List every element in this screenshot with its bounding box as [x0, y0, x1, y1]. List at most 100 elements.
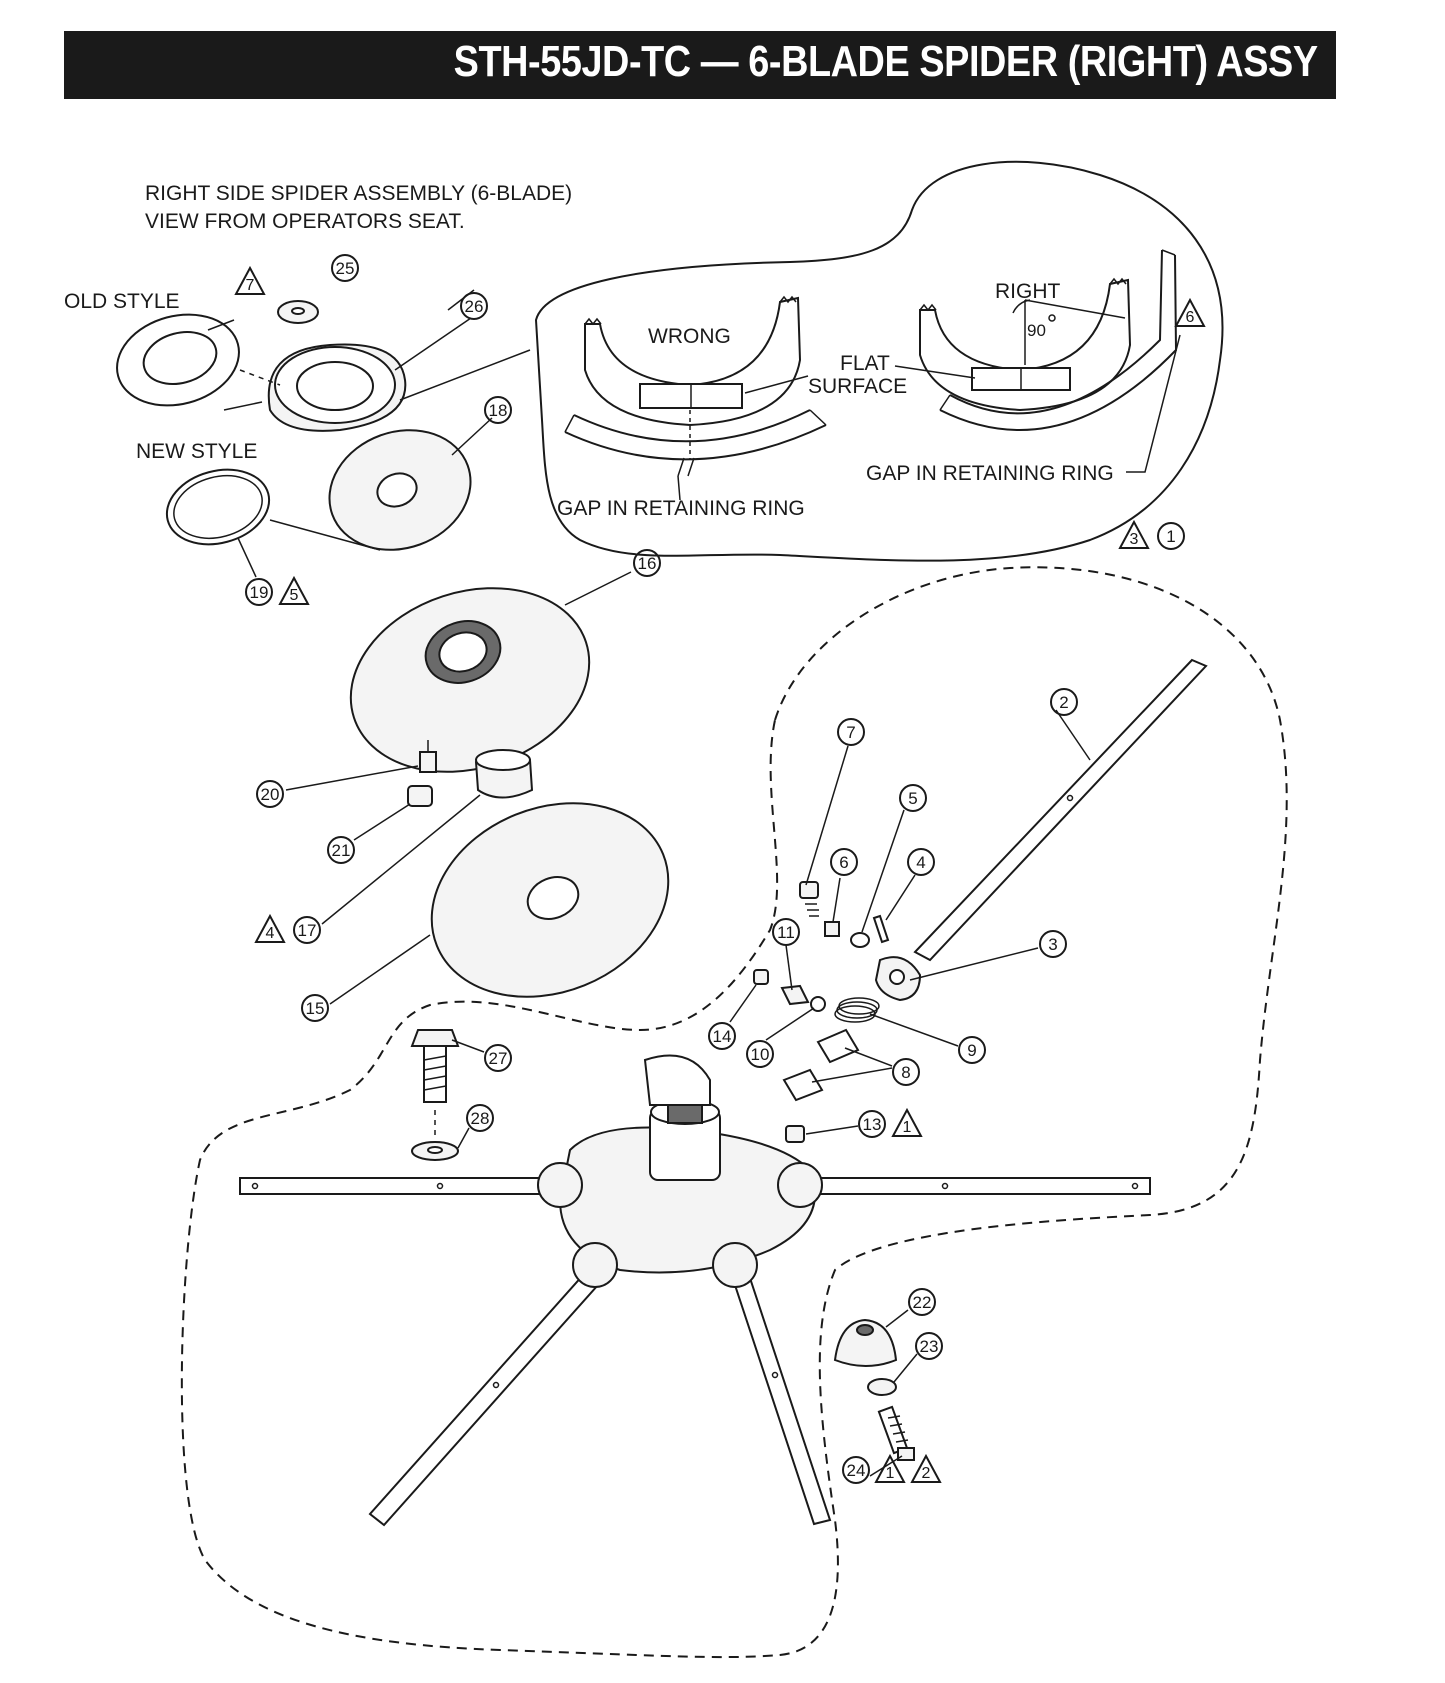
flat-surface-label-line2: SURFACE — [808, 375, 907, 398]
svg-text:4: 4 — [916, 853, 925, 872]
svg-text:16: 16 — [638, 554, 657, 573]
callout-26: 26 — [460, 292, 488, 320]
part-25-washer — [277, 300, 319, 324]
part-9-torsion-spring — [834, 997, 880, 1023]
part-13-bolt — [785, 1125, 805, 1143]
callout-4: 4 — [907, 848, 935, 876]
callout-17: 17 — [293, 916, 321, 944]
svg-text:2: 2 — [1059, 693, 1068, 712]
svg-text:7: 7 — [246, 277, 255, 294]
flat-surface-label-line1: FLAT — [840, 352, 890, 375]
detail-balloon-outline — [534, 160, 1224, 562]
gap-label-left: GAP IN RETAINING RING — [557, 497, 805, 520]
part-23-washer — [867, 1378, 897, 1396]
part-4-pin — [872, 914, 890, 944]
part-3-clamp — [874, 956, 922, 1002]
svg-text:19: 19 — [250, 583, 269, 602]
right-label: RIGHT — [995, 280, 1061, 303]
callout-19: 19 — [245, 578, 273, 606]
part-18-retainer-disc — [328, 429, 472, 551]
svg-text:25: 25 — [336, 259, 355, 278]
old-style-label: OLD STYLE — [64, 290, 180, 313]
part-17-bushing — [474, 749, 534, 799]
svg-text:1: 1 — [1166, 527, 1175, 546]
part-28-washer — [411, 1141, 459, 1161]
callout-18: 18 — [484, 396, 512, 424]
spider-assembly-dashed-outline — [180, 566, 1288, 1659]
spider-hub — [537, 1054, 823, 1288]
svg-text:26: 26 — [465, 297, 484, 316]
svg-text:13: 13 — [863, 1115, 882, 1134]
svg-text:9: 9 — [967, 1041, 976, 1060]
spider-arm-lower-left — [368, 1263, 608, 1527]
gap-label-right: GAP IN RETAINING RING — [866, 462, 1114, 485]
callout-16: 16 — [633, 549, 661, 577]
callout-8: 8 — [892, 1058, 920, 1086]
part-6-nut — [824, 921, 840, 937]
part-27-bolt — [410, 1029, 460, 1103]
callout-6: 6 — [830, 848, 858, 876]
svg-text:22: 22 — [913, 1293, 932, 1312]
callout-3: 3 — [1039, 930, 1067, 958]
svg-text:1: 1 — [886, 1465, 895, 1482]
callout-27: 27 — [484, 1044, 512, 1072]
callout-13: 13 — [858, 1110, 886, 1138]
svg-text:2: 2 — [922, 1465, 931, 1482]
spider-arm-lower-right — [728, 1264, 832, 1526]
part-21-cap — [407, 785, 433, 807]
note-flag-1-at-13: 1 — [891, 1107, 923, 1137]
svg-text:11: 11 — [777, 923, 795, 942]
svg-text:18: 18 — [489, 401, 508, 420]
part-20-grease-fitting — [419, 740, 437, 773]
part-15-lower-disc — [430, 802, 670, 998]
note-flag-3: 3 — [1118, 519, 1150, 549]
leader-lines — [207, 289, 1091, 1477]
callout-23: 23 — [915, 1332, 943, 1360]
callout-9: 9 — [958, 1036, 986, 1064]
part-7-old-style-cover — [116, 313, 240, 407]
svg-text:23: 23 — [920, 1337, 939, 1356]
part-7-bolt — [799, 881, 819, 917]
note-flag-7: 7 — [234, 265, 266, 295]
svg-text:14: 14 — [713, 1027, 732, 1046]
page-title: STH-55JD-TC — 6-BLADE SPIDER (RIGHT) ASS… — [454, 37, 1318, 86]
svg-text:4: 4 — [266, 925, 275, 942]
detail-right: RIGHT 90 GAP IN RETAINING RING — [866, 249, 1181, 485]
callout-11: 11 — [772, 918, 800, 946]
callout-15: 15 — [301, 994, 329, 1022]
callout-2: 2 — [1050, 688, 1078, 716]
svg-text:5: 5 — [290, 587, 299, 604]
note-flag-6: 6 — [1174, 297, 1206, 327]
part-19-retaining-ring — [165, 468, 271, 546]
svg-text:21: 21 — [332, 841, 351, 860]
note-flag-4: 4 — [254, 913, 286, 943]
part-11-fitting — [780, 984, 810, 1006]
part-10-washer — [810, 996, 826, 1012]
part-16-hub-disc — [349, 587, 591, 773]
svg-text:7: 7 — [846, 723, 855, 742]
callout-28: 28 — [466, 1104, 494, 1132]
svg-text:20: 20 — [261, 785, 280, 804]
svg-text:3: 3 — [1048, 935, 1057, 954]
callout-1: 1 — [1157, 522, 1185, 550]
svg-text:10: 10 — [751, 1045, 770, 1064]
callout-10: 10 — [746, 1040, 774, 1068]
svg-text:1: 1 — [903, 1119, 912, 1136]
part-24-bolt — [877, 1405, 915, 1461]
wrong-label: WRONG — [648, 325, 731, 348]
svg-text:27: 27 — [489, 1049, 508, 1068]
callout-5: 5 — [899, 784, 927, 812]
title-bar: STH-55JD-TC — 6-BLADE SPIDER (RIGHT) ASS… — [64, 31, 1336, 99]
part-5-washer — [850, 932, 870, 948]
svg-text:5: 5 — [908, 789, 917, 808]
svg-text:15: 15 — [306, 999, 325, 1018]
note-flag-2-at-24: 2 — [910, 1453, 942, 1483]
svg-text:17: 17 — [298, 921, 317, 940]
svg-text:24: 24 — [847, 1461, 866, 1480]
part-2-upper-arm — [913, 658, 1208, 962]
part-22-cup-washer — [833, 1318, 898, 1367]
svg-text:28: 28 — [471, 1109, 490, 1128]
note-flag-1-at-24: 1 — [874, 1453, 906, 1483]
note-flag-5: 5 — [278, 575, 310, 605]
